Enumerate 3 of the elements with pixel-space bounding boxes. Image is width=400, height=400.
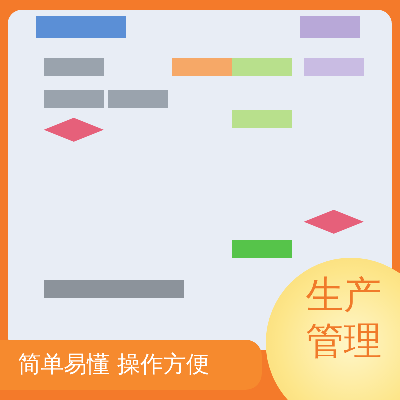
slogan: 简单易懂 操作方便 [18, 350, 210, 380]
banner [0, 340, 262, 390]
heading: 生产管理 [306, 272, 382, 364]
